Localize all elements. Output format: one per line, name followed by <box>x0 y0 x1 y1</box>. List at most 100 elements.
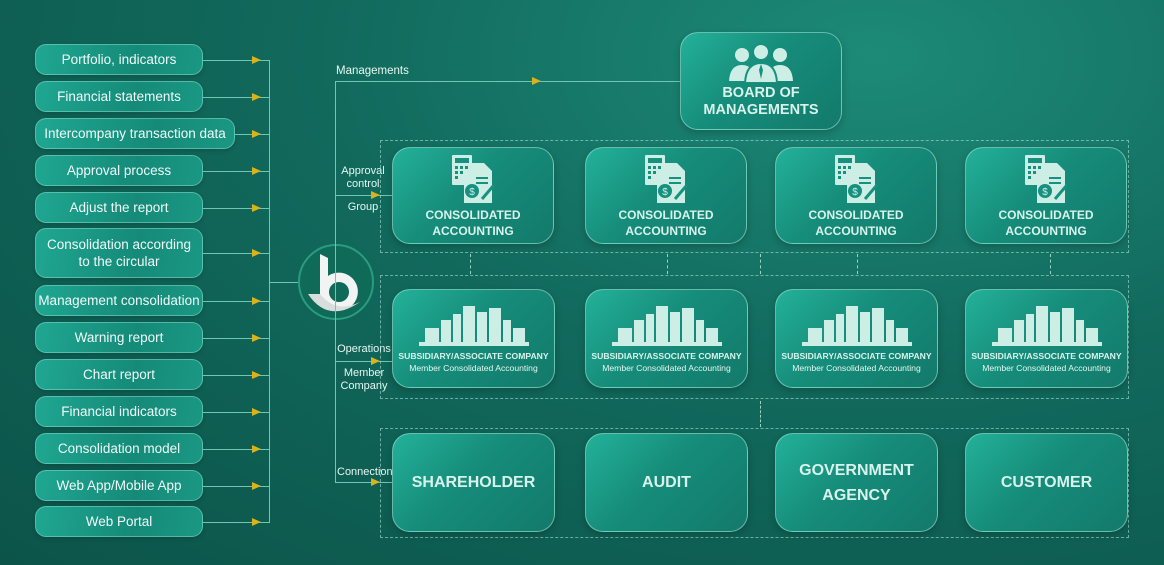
subsidiary-company-box: SUBSIDIARY/ASSOCIATE COMPANY Member Conso… <box>965 289 1128 388</box>
arrow-icon <box>252 481 261 490</box>
connection-container <box>380 428 1129 538</box>
connector-line <box>203 170 269 172</box>
feature-item: Intercompany transaction data <box>35 118 235 149</box>
double-arrow-icon <box>1050 254 1052 274</box>
connector-line <box>203 207 269 209</box>
connection-label: Connection <box>337 466 393 478</box>
arrow-icon <box>252 407 261 416</box>
feature-item: Consolidation model <box>35 433 203 464</box>
box-title: CONSOLIDATED ACCOUNTING <box>998 207 1094 238</box>
arrow-icon <box>252 333 261 342</box>
box-subtitle: Member Consolidated Accounting <box>602 363 731 373</box>
member-container <box>380 275 1129 399</box>
double-arrow-icon <box>667 254 669 274</box>
feature-bus-line <box>269 60 270 523</box>
arrow-icon <box>371 357 380 365</box>
arrow-icon <box>252 129 261 138</box>
connector-line <box>203 253 269 254</box>
managements-line <box>335 81 680 82</box>
box-title: AUDIT <box>642 474 691 491</box>
connection-box: SHAREHOLDER <box>392 433 555 532</box>
arrow-icon <box>252 517 261 526</box>
operations-line <box>335 361 392 362</box>
connector-line <box>203 337 269 339</box>
box-title: SHAREHOLDER <box>411 474 536 491</box>
feature-item: Web Portal <box>35 506 203 537</box>
box-title: GOVERNMENT AGENCY <box>799 461 914 504</box>
feature-item: Management consolidation <box>35 285 203 316</box>
consolidated-accounting-box: $ CONSOLIDATED ACCOUNTING <box>585 147 747 244</box>
double-arrow-icon <box>470 254 472 274</box>
double-arrow-icon <box>760 401 762 427</box>
logo <box>298 244 374 320</box>
svg-text:$: $ <box>662 187 668 198</box>
box-subtitle: Member Consolidated Accounting <box>982 363 1111 373</box>
calculator-document-icon: $ <box>645 154 689 203</box>
people-icon <box>729 43 793 83</box>
board-title: BOARD OF MANAGEMENTS <box>703 85 819 118</box>
arrow-icon <box>252 166 261 175</box>
arrow-icon <box>252 92 261 101</box>
group-label: Group <box>347 201 379 213</box>
connector-line <box>203 521 269 523</box>
box-title: SUBSIDIARY/ASSOCIATE COMPANY <box>398 351 549 361</box>
double-arrow-icon <box>857 254 859 274</box>
flow-trunk-line <box>335 81 336 483</box>
box-title: CUSTOMER <box>1000 474 1093 491</box>
consolidated-accounting-box: $ CONSOLIDATED ACCOUNTING <box>965 147 1127 244</box>
connection-line <box>335 482 392 483</box>
feature-item: Portfolio, indicators <box>35 44 203 75</box>
operations-label: Operations <box>337 343 391 355</box>
connector-line <box>203 374 269 376</box>
box-title: SUBSIDIARY/ASSOCIATE COMPANY <box>781 351 932 361</box>
connection-box: GOVERNMENT AGENCY <box>775 433 938 532</box>
managements-label: Managements <box>336 65 409 77</box>
arrow-icon <box>252 296 261 305</box>
city-buildings-icon <box>418 306 529 346</box>
approval-line <box>335 195 392 196</box>
approval-label: Approval control <box>341 165 385 190</box>
svg-text:$: $ <box>469 187 475 198</box>
feature-item: Consolidation according to the circular <box>35 228 203 278</box>
box-title: CONSOLIDATED ACCOUNTING <box>618 207 714 238</box>
arrow-icon <box>252 370 261 379</box>
arrow-icon <box>252 203 261 212</box>
arrow-icon <box>252 249 261 257</box>
feature-item: Warning report <box>35 322 203 353</box>
box-subtitle: Member Consolidated Accounting <box>409 363 538 373</box>
connector-line <box>203 59 269 61</box>
consolidated-accounting-box: $ CONSOLIDATED ACCOUNTING <box>392 147 554 244</box>
arrow-icon <box>252 444 261 453</box>
feature-item: Approval process <box>35 155 203 186</box>
calculator-document-icon: $ <box>452 154 496 203</box>
box-title: CONSOLIDATED ACCOUNTING <box>808 207 904 238</box>
calculator-document-icon: $ <box>835 154 879 203</box>
box-title: SUBSIDIARY/ASSOCIATE COMPANY <box>591 351 742 361</box>
feature-item: Adjust the report <box>35 192 203 223</box>
board-box: BOARD OF MANAGEMENTS <box>680 32 842 130</box>
calculator-document-icon: $ <box>1025 154 1069 203</box>
connection-box: CUSTOMER <box>965 433 1128 532</box>
connector-line <box>203 485 269 487</box>
subsidiary-company-box: SUBSIDIARY/ASSOCIATE COMPANY Member Conso… <box>775 289 938 388</box>
feature-item: Financial statements <box>35 81 203 112</box>
connector-line <box>203 411 269 413</box>
connection-box: AUDIT <box>585 433 748 532</box>
feature-to-logo-line <box>270 282 302 283</box>
city-buildings-icon <box>991 306 1102 346</box>
feature-item: Financial indicators <box>35 396 203 427</box>
feature-item: Web App/Mobile App <box>35 470 203 501</box>
member-label: Member Company <box>340 367 388 392</box>
double-arrow-icon <box>760 254 762 274</box>
feature-item: Chart report <box>35 359 203 390</box>
arrow-icon <box>371 478 380 486</box>
box-subtitle: Member Consolidated Accounting <box>792 363 921 373</box>
svg-text:$: $ <box>1042 187 1048 198</box>
group-container <box>380 140 1129 253</box>
consolidated-accounting-box: $ CONSOLIDATED ACCOUNTING <box>775 147 937 244</box>
arrow-icon <box>532 77 541 85</box>
connector-line <box>203 300 269 302</box>
subsidiary-company-box: SUBSIDIARY/ASSOCIATE COMPANY Member Conso… <box>392 289 555 388</box>
box-title: CONSOLIDATED ACCOUNTING <box>425 207 521 238</box>
box-title: SUBSIDIARY/ASSOCIATE COMPANY <box>971 351 1122 361</box>
